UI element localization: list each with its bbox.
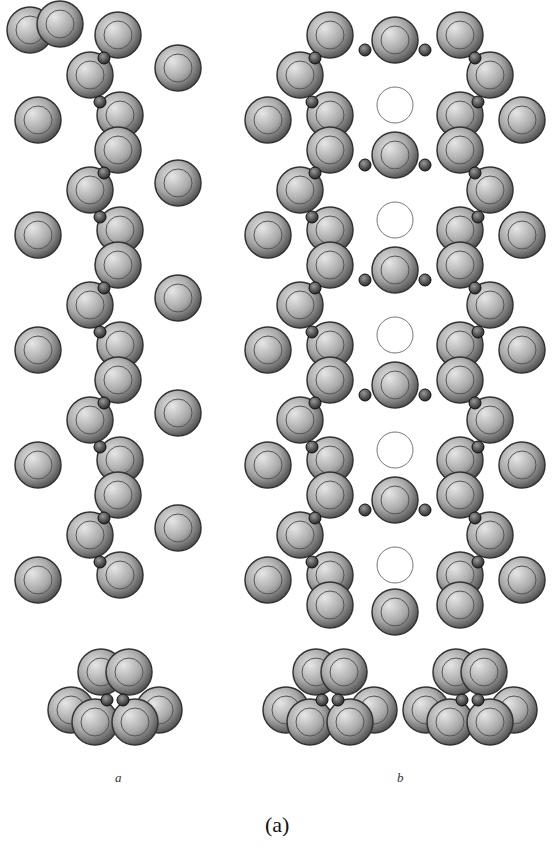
double-chain xyxy=(245,12,545,635)
double-chain-end-view xyxy=(263,649,537,745)
single-chain-end-view xyxy=(48,649,182,745)
view-label: a xyxy=(115,770,122,786)
figure-caption: (a) xyxy=(265,812,289,838)
view-label: b xyxy=(397,770,404,786)
single-chain xyxy=(7,1,201,603)
